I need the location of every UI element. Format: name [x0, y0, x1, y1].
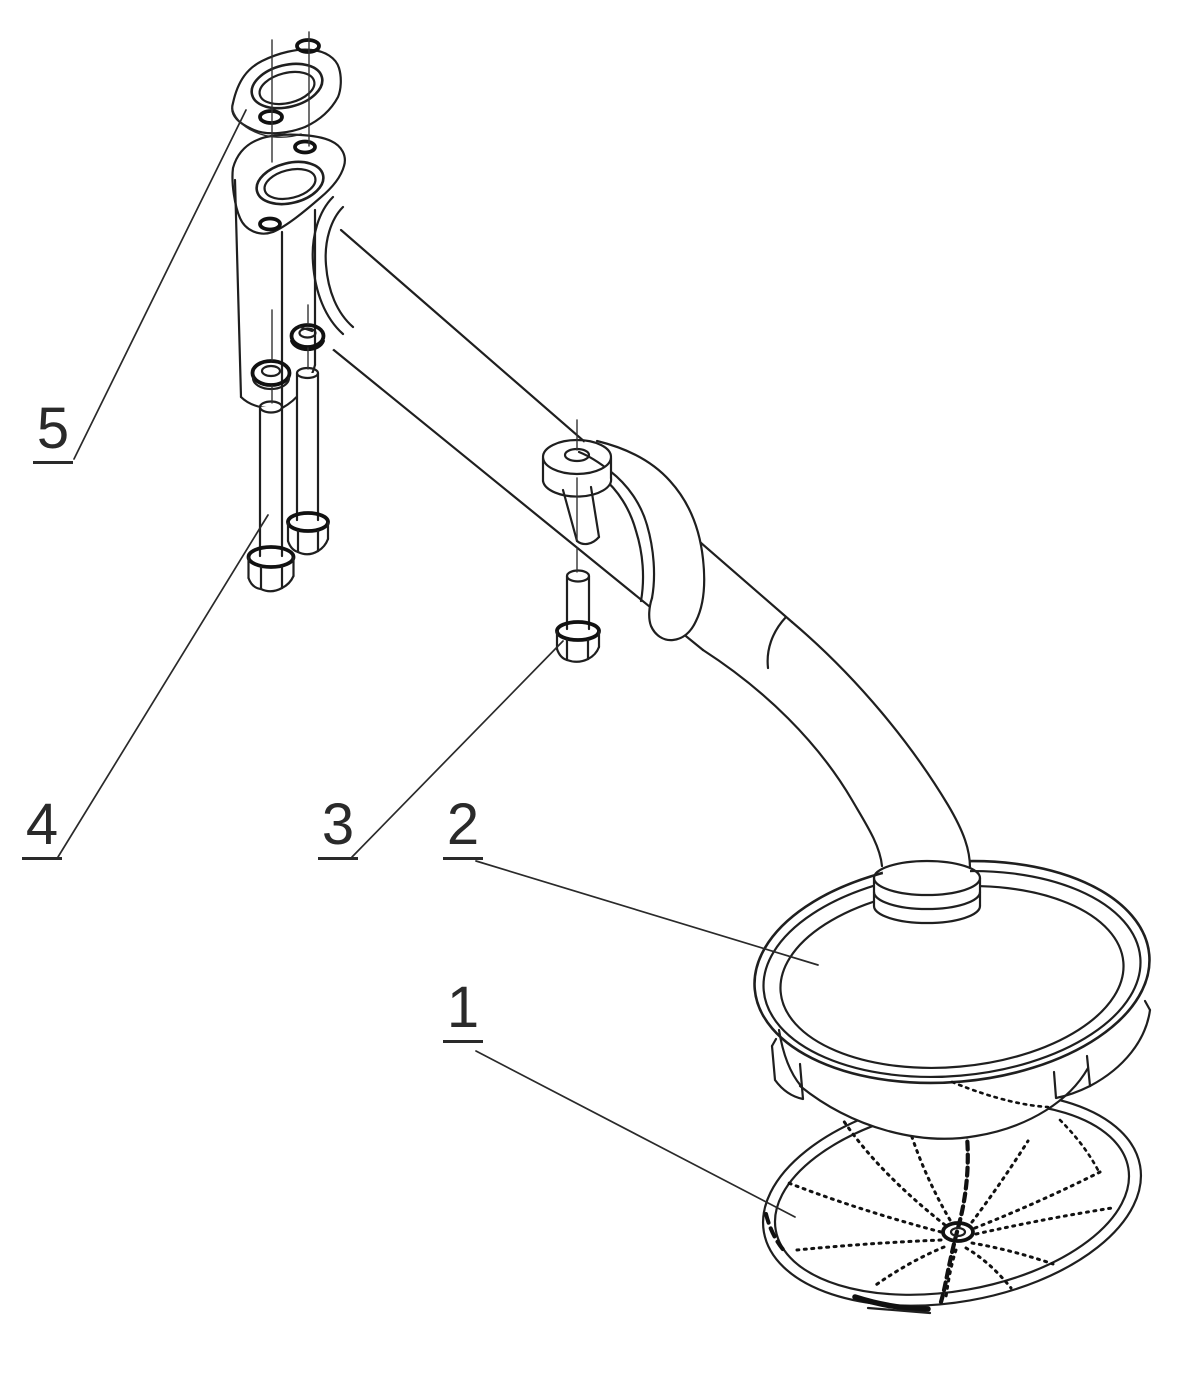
flange-gasket: [231, 38, 342, 138]
suction-pipe: [301, 228, 982, 925]
leader-part-1: [475, 1050, 796, 1218]
leader-part-2: [475, 860, 819, 966]
part-label-3: 3: [318, 796, 358, 860]
suction-pan: [753, 859, 1152, 1176]
part-label-2: 2: [443, 796, 483, 860]
leader-part-5: [73, 109, 247, 460]
leader-part-4: [57, 514, 269, 858]
leader-part-3: [351, 640, 564, 858]
part-label-1: 1: [443, 979, 483, 1043]
bracket-bolt: [555, 569, 601, 663]
part-label-5: 5: [33, 400, 73, 464]
pipe-bracket: [541, 438, 706, 642]
part-label-4: 4: [22, 796, 62, 860]
leader-lines: [57, 109, 819, 1218]
flange-bolts: [246, 323, 330, 593]
center-lines: [271, 31, 578, 573]
